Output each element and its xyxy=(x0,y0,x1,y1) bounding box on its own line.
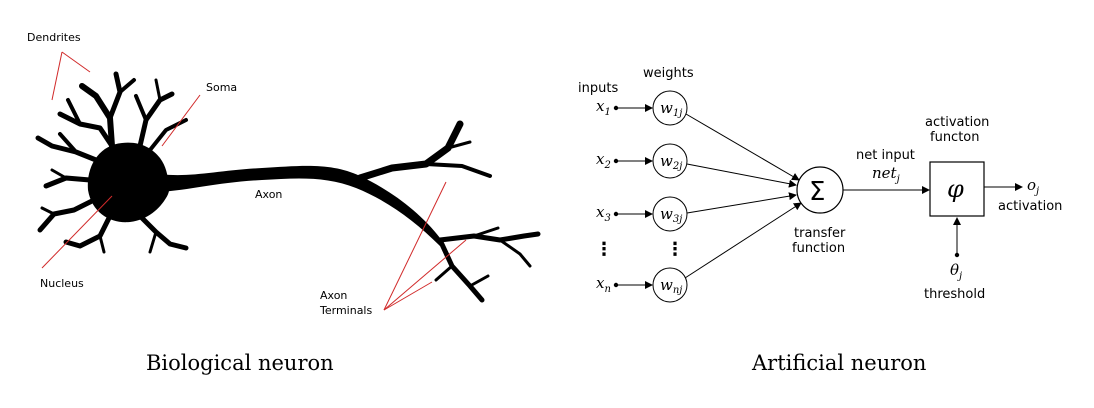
input-symbol: xn xyxy=(596,274,611,295)
soma-label: Soma xyxy=(206,81,237,94)
phi-symbol: φ xyxy=(947,175,964,203)
dendrites-label: Dendrites xyxy=(27,31,81,44)
weight-node xyxy=(652,90,688,126)
weight-symbol: wnj xyxy=(660,276,682,296)
input-symbol: x1 xyxy=(596,97,611,118)
sum-symbol: Σ xyxy=(809,177,825,207)
input-row: x1 w1j xyxy=(596,90,688,126)
biological-neuron-caption: Biological neuron xyxy=(146,351,334,375)
weight-connections xyxy=(684,113,802,279)
net-input-label: net input xyxy=(856,148,915,163)
weight-symbol: w3j xyxy=(660,205,682,225)
weight-node xyxy=(652,196,688,232)
weight-node xyxy=(652,267,688,303)
activation-function-label-line1: activation xyxy=(925,115,989,130)
weight-symbol: w1j xyxy=(660,99,682,119)
activation-function-label-line2: functon xyxy=(930,130,980,145)
axon-label: Axon xyxy=(255,188,282,201)
axon-terminals-label-line1: Axon xyxy=(320,289,347,302)
artificial-neuron: inputs weights x1 w1j x2 w2j x3 w3j ⋮ xyxy=(578,66,1062,303)
activation-function-box xyxy=(929,161,985,217)
axon-terminals-label-line2: Terminals xyxy=(319,304,372,317)
input-row: x3 w3j xyxy=(596,196,688,232)
inputs-label: inputs xyxy=(578,81,618,96)
transfer-function-label-line1: transfer xyxy=(794,226,846,241)
label-pointers xyxy=(41,51,467,311)
artificial-neuron-caption: Artificial neuron xyxy=(752,351,927,375)
input-symbol: x2 xyxy=(596,150,611,171)
weight-symbol: w2j xyxy=(660,152,682,172)
net-input-symbol: netj xyxy=(872,164,900,185)
weights-label: weights xyxy=(643,66,694,81)
activation-label: activation xyxy=(998,199,1062,214)
axon-shape xyxy=(160,165,444,246)
axon-terminals-shape xyxy=(356,120,541,303)
transfer-function-label-line2: function xyxy=(792,241,845,256)
output-symbol: oj xyxy=(1027,176,1039,197)
input-row: xn wnj xyxy=(596,267,688,303)
weights-ellipsis: ⋮ xyxy=(666,239,684,260)
input-row: x2 w2j xyxy=(596,143,688,179)
inputs-ellipsis: ⋮ xyxy=(595,239,613,260)
weight-node xyxy=(652,143,688,179)
threshold-label: threshold xyxy=(924,287,985,302)
dendrites-shape xyxy=(35,71,189,254)
input-symbol: x3 xyxy=(596,203,611,224)
nucleus-label: Nucleus xyxy=(40,277,84,290)
threshold-symbol: θj xyxy=(950,261,962,282)
biological-neuron: Dendrites Soma Axon Nucleus Axon Termina… xyxy=(27,31,541,317)
